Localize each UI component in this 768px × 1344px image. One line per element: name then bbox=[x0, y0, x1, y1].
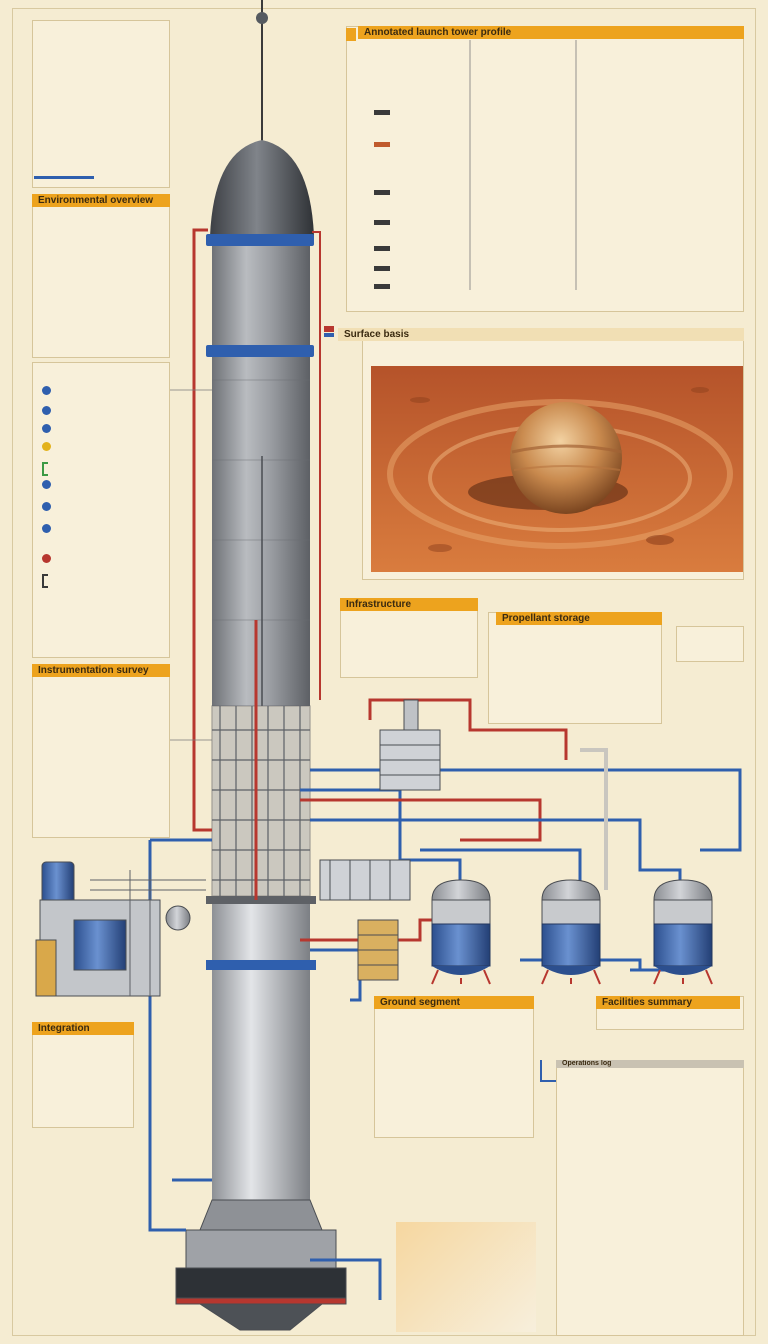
mid-panel-ground bbox=[374, 996, 534, 1138]
leader-lines bbox=[170, 40, 577, 741]
left-red-pipe bbox=[192, 228, 212, 832]
photo-header-marker bbox=[324, 326, 334, 332]
upper-band bbox=[206, 234, 314, 246]
right-panel-facilities-header: Facilities summary bbox=[596, 996, 740, 1009]
process-skid bbox=[319, 699, 441, 981]
legend-swatch bbox=[374, 142, 390, 147]
antenna-tip bbox=[256, 12, 268, 24]
planet-sphere bbox=[510, 402, 622, 514]
legend-swatch bbox=[374, 266, 390, 271]
circle-icon bbox=[42, 524, 51, 533]
intro-accent-bar bbox=[34, 176, 94, 179]
circle-icon bbox=[42, 554, 51, 563]
mid-panel-propellant-header: Propellant storage bbox=[496, 612, 662, 625]
left-panel-integration-header: Integration bbox=[32, 1022, 134, 1035]
legend-swatch bbox=[374, 190, 390, 195]
legend-swatch bbox=[374, 284, 390, 289]
lower-band bbox=[206, 960, 316, 970]
left-block-tank bbox=[73, 919, 127, 971]
circle-icon bbox=[42, 406, 51, 415]
lower-cylinder bbox=[212, 900, 310, 1200]
right-panel-operations-header: Operations log bbox=[556, 1060, 744, 1068]
left-plant bbox=[35, 861, 206, 997]
left-panel-intro bbox=[32, 20, 170, 188]
top-panel-header: Annotated launch tower profile bbox=[358, 26, 744, 39]
left-panel-markers bbox=[32, 362, 170, 658]
legend-swatch bbox=[374, 220, 390, 225]
infographic-frame bbox=[12, 8, 756, 1336]
side-note-panel bbox=[676, 626, 744, 662]
storage-tanks bbox=[431, 879, 713, 985]
tower-base bbox=[175, 1199, 347, 1331]
bottom-highlight-panel bbox=[396, 1222, 536, 1332]
circle-icon bbox=[42, 424, 51, 433]
photo-header-marker-blue bbox=[324, 333, 334, 337]
mid-scaffolding bbox=[211, 705, 311, 897]
mid-panel-infrastructure-header: Infrastructure bbox=[340, 598, 478, 611]
operations-corner-marker bbox=[540, 1060, 556, 1082]
bracket-icon bbox=[42, 574, 48, 588]
left-blue-pipe bbox=[148, 840, 186, 1232]
mars-surface-photo bbox=[371, 366, 743, 572]
left-panel-instrumentation-header: Instrumentation survey bbox=[32, 664, 170, 677]
tower-panel-lines bbox=[212, 379, 310, 621]
storage-tank bbox=[541, 879, 601, 985]
storage-tank bbox=[431, 879, 491, 985]
circle-icon bbox=[42, 386, 51, 395]
second-band bbox=[206, 345, 314, 357]
upper-blue-pipe bbox=[310, 768, 742, 852]
circle-icon bbox=[42, 480, 51, 489]
top-header-tab bbox=[346, 28, 356, 41]
right-panel-operations bbox=[556, 1060, 744, 1336]
top-info-panel bbox=[346, 26, 744, 312]
legend-swatch bbox=[374, 246, 390, 251]
photo-panel-header: Surface basis bbox=[338, 328, 744, 341]
legend-swatch bbox=[374, 110, 390, 115]
circle-icon bbox=[42, 502, 51, 511]
mid-panel-propellant bbox=[488, 612, 662, 724]
nose-cone bbox=[210, 140, 314, 236]
circle-icon bbox=[42, 442, 51, 451]
left-panel-environment-header: Environmental overview bbox=[32, 194, 170, 207]
storage-tank bbox=[653, 879, 713, 985]
left-panel-integration bbox=[32, 1022, 134, 1128]
bracket-icon bbox=[42, 462, 48, 476]
left-panel-environment bbox=[32, 194, 170, 358]
left-panel-instrumentation bbox=[32, 664, 170, 838]
left-small-tank bbox=[41, 861, 75, 905]
tower-main-body bbox=[212, 246, 310, 706]
mid-panel-ground-header: Ground segment bbox=[374, 996, 534, 1009]
mid-panel-infrastructure bbox=[340, 598, 478, 678]
